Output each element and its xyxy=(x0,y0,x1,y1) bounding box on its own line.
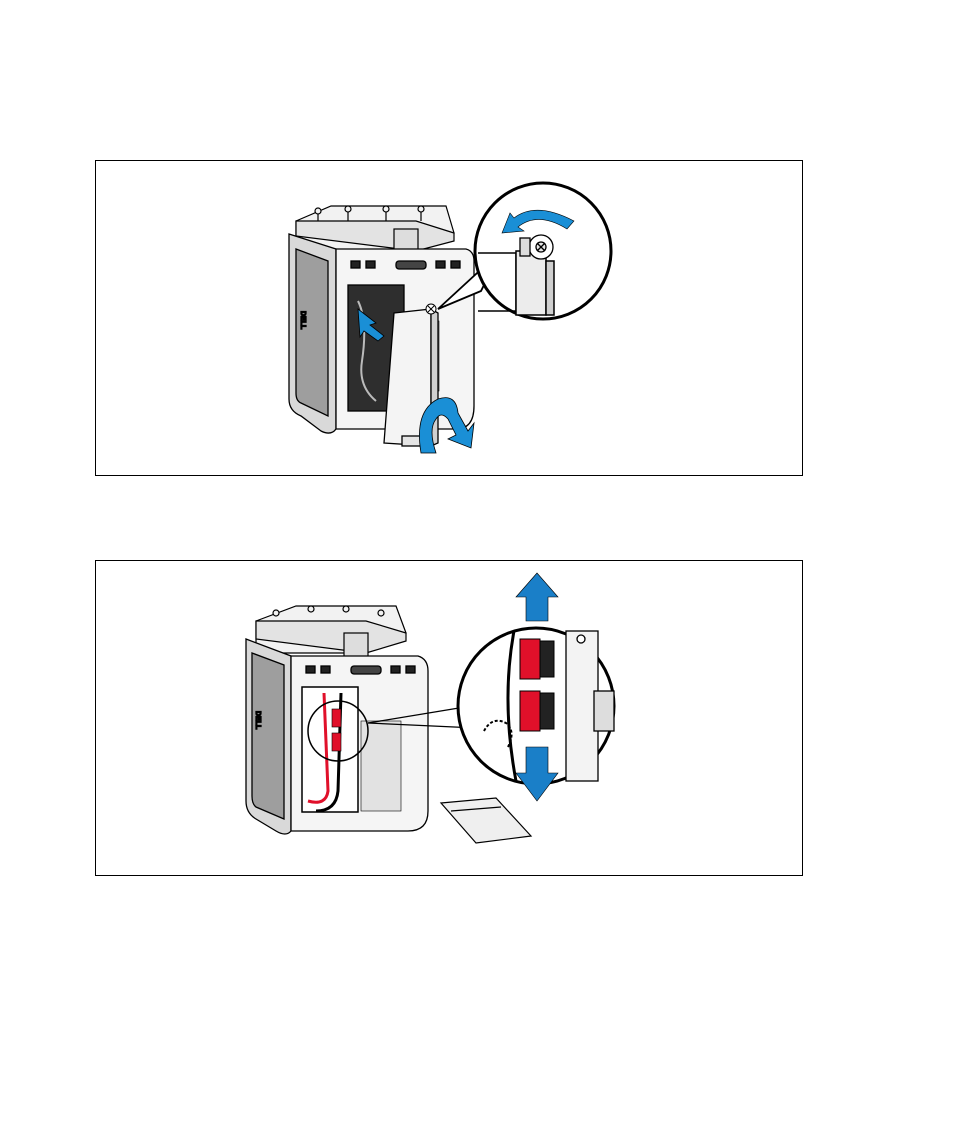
ups-body: DELL xyxy=(246,639,428,834)
pull-up-arrow-icon xyxy=(516,573,558,621)
ups-illustration-2: DELL xyxy=(96,561,804,877)
thumbscrew-icon xyxy=(426,304,436,314)
thumbscrew-detail-icon xyxy=(520,235,553,259)
zoom-callout xyxy=(458,573,614,801)
removed-door xyxy=(441,798,531,843)
dell-logo: DELL xyxy=(299,311,306,330)
figure-remove-battery-door: DELL xyxy=(95,160,803,476)
dell-logo: DELL xyxy=(254,711,261,730)
figure-disconnect-battery: DELL xyxy=(95,560,803,876)
ups-illustration-1: DELL xyxy=(96,161,804,477)
